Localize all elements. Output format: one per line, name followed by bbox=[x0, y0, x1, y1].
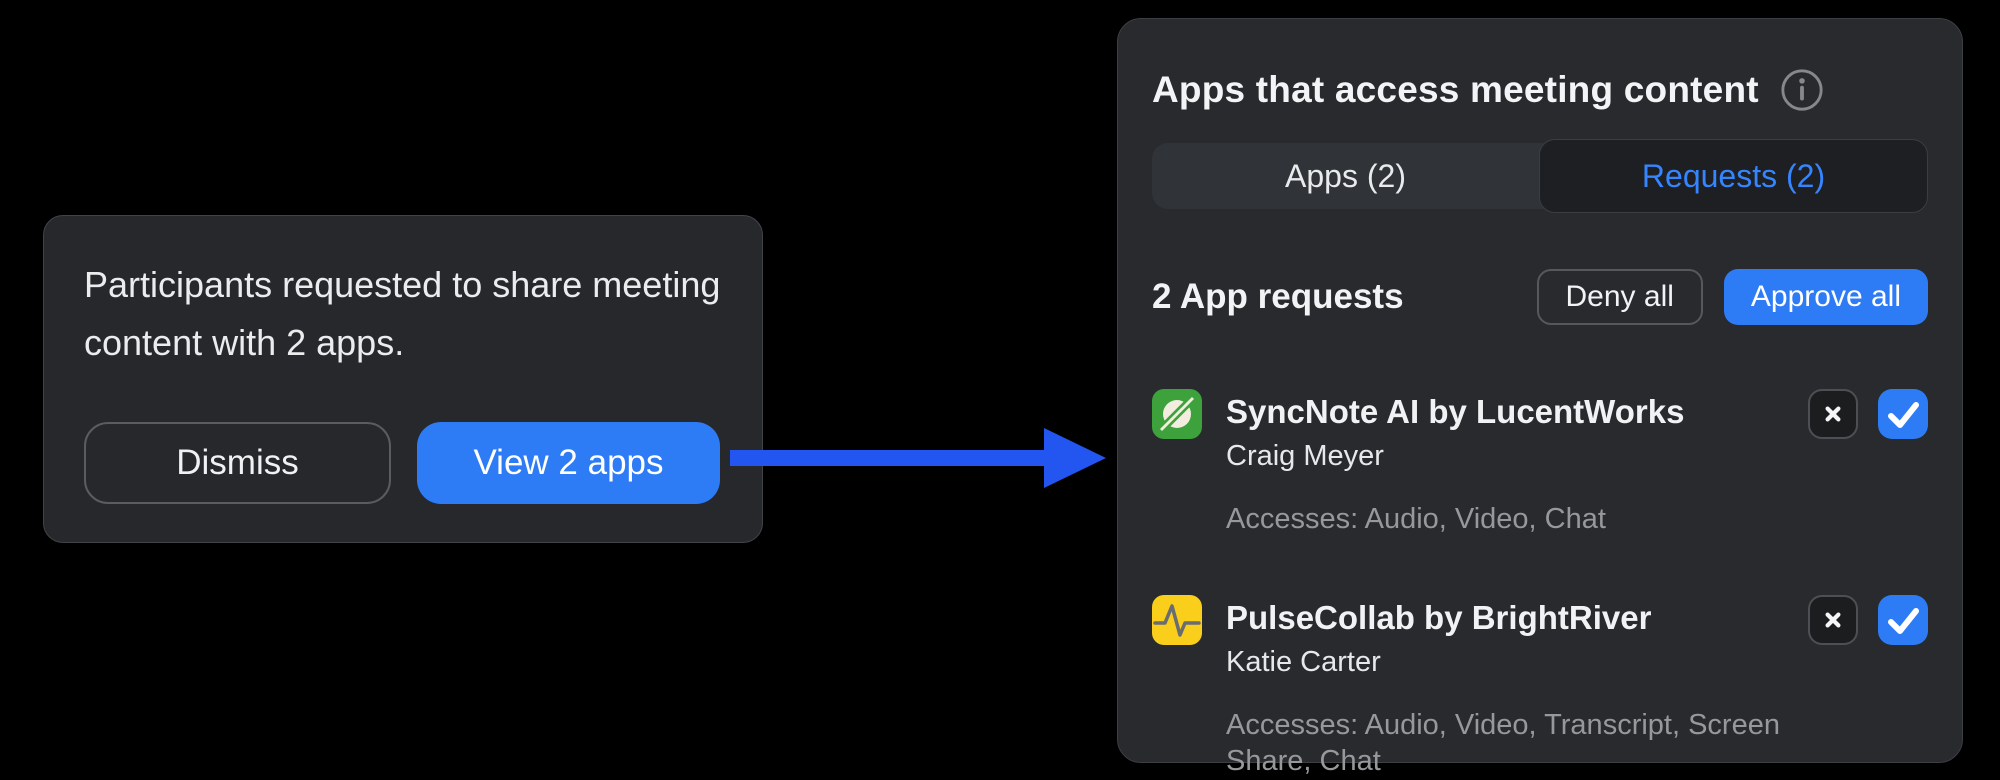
row-controls bbox=[1808, 595, 1928, 645]
tab-bar: Apps (2) Requests (2) bbox=[1152, 139, 1928, 213]
syncnote-leaf-icon bbox=[1152, 389, 1202, 439]
connector-arrow bbox=[730, 424, 1106, 492]
requests-count-heading: 2 App requests bbox=[1152, 277, 1404, 316]
arrow-right-icon bbox=[730, 428, 1106, 488]
dismiss-button[interactable]: Dismiss bbox=[84, 422, 391, 504]
x-icon bbox=[1825, 406, 1841, 422]
x-icon bbox=[1825, 612, 1841, 628]
row-controls bbox=[1808, 389, 1928, 439]
app-accesses: Accesses: Audio, Video, Chat bbox=[1226, 503, 1606, 535]
approve-all-button[interactable]: Approve all bbox=[1723, 269, 1928, 325]
app-requester: Craig Meyer bbox=[1226, 440, 1384, 472]
app-request-row: SyncNote AI by LucentWorks Craig Meyer A… bbox=[1152, 389, 1928, 537]
panel-title: Apps that access meeting content bbox=[1152, 69, 1759, 110]
deny-request-button[interactable] bbox=[1808, 595, 1858, 645]
view-apps-button[interactable]: View 2 apps bbox=[417, 422, 720, 504]
app-request-info: SyncNote AI by LucentWorks Craig Meyer A… bbox=[1226, 389, 1808, 537]
approve-request-checkbox[interactable] bbox=[1878, 389, 1928, 439]
checkmark-icon bbox=[1888, 402, 1919, 428]
app-request-info: PulseCollab by BrightRiver Katie Carter … bbox=[1226, 595, 1808, 779]
notification-card: Participants requested to share meeting … bbox=[43, 215, 763, 543]
app-accesses: Accesses: Audio, Video, Transcript, Scre… bbox=[1226, 709, 1780, 777]
app-name: PulseCollab by BrightRiver bbox=[1226, 599, 1652, 636]
notification-message: Participants requested to share meeting … bbox=[84, 264, 721, 363]
requests-section-header: 2 App requests Deny all Approve all bbox=[1152, 269, 1928, 325]
app-request-row: PulseCollab by BrightRiver Katie Carter … bbox=[1152, 595, 1928, 779]
approve-request-checkbox[interactable] bbox=[1878, 595, 1928, 645]
checkmark-icon bbox=[1888, 608, 1919, 634]
panel-header: Apps that access meeting content bbox=[1152, 67, 1928, 113]
pulsecollab-pulse-icon bbox=[1152, 595, 1202, 645]
app-requester: Katie Carter bbox=[1226, 646, 1381, 678]
tab-requests[interactable]: Requests (2) bbox=[1539, 139, 1928, 213]
deny-all-button[interactable]: Deny all bbox=[1536, 269, 1703, 325]
tab-apps[interactable]: Apps (2) bbox=[1285, 157, 1406, 194]
apps-access-panel: Apps that access meeting content Apps (2… bbox=[1117, 18, 1963, 777]
notification-buttons: Dismiss View 2 apps bbox=[84, 422, 720, 504]
app-name: SyncNote AI by LucentWorks bbox=[1226, 393, 1685, 430]
deny-request-button[interactable] bbox=[1808, 389, 1858, 439]
info-icon[interactable] bbox=[1779, 67, 1825, 113]
